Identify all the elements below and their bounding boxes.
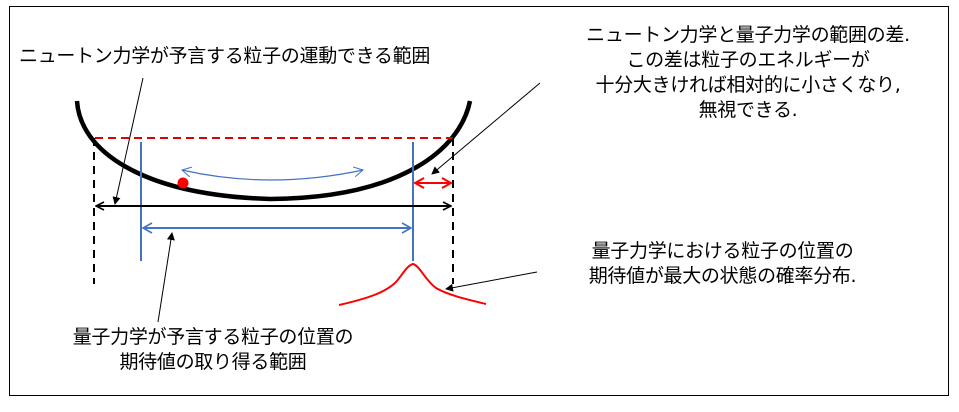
newton-range-label: ニュートン力学が予言する粒子の運動できる範囲 xyxy=(19,45,431,67)
quantum-range-label: 量子力学が予言する粒子の位置の 期待値の取り得る範囲 xyxy=(28,325,398,375)
quantum-range-label-leader xyxy=(157,232,175,323)
difference-label: ニュートン力学と量子力学の範囲の差. この差は粒子のエネルギーが 十分大きければ… xyxy=(548,23,948,123)
difference-label-leader xyxy=(431,82,541,175)
particle-dot xyxy=(177,177,189,189)
quantum-range-line1: 量子力学が予言する粒子の位置の xyxy=(72,326,354,348)
quantum-distribution-line2: 期待値が最大の状態の確率分布. xyxy=(588,265,857,287)
quantum-distribution-label: 量子力学における粒子の位置の 期待値が最大の状態の確率分布. xyxy=(520,239,925,289)
quantum-distribution-line1: 量子力学における粒子の位置の xyxy=(591,240,854,262)
difference-label-line1: ニュートン力学と量子力学の範囲の差. xyxy=(586,24,910,46)
oscillation-arrow xyxy=(180,166,365,181)
probability-distribution-curve xyxy=(338,262,487,306)
difference-label-line2: この差は粒子のエネルギーが xyxy=(626,49,870,71)
difference-label-line3: 十分大きければ相対的に小さくなり, xyxy=(595,74,901,96)
distribution-label-leader xyxy=(445,271,538,292)
quantum-range-line2: 期待値の取り得る範囲 xyxy=(119,351,307,373)
difference-label-line4: 無視できる. xyxy=(698,99,798,121)
newton-label-leader xyxy=(112,77,144,205)
potential-well-curve xyxy=(74,100,473,202)
diagram-frame xyxy=(9,6,949,396)
